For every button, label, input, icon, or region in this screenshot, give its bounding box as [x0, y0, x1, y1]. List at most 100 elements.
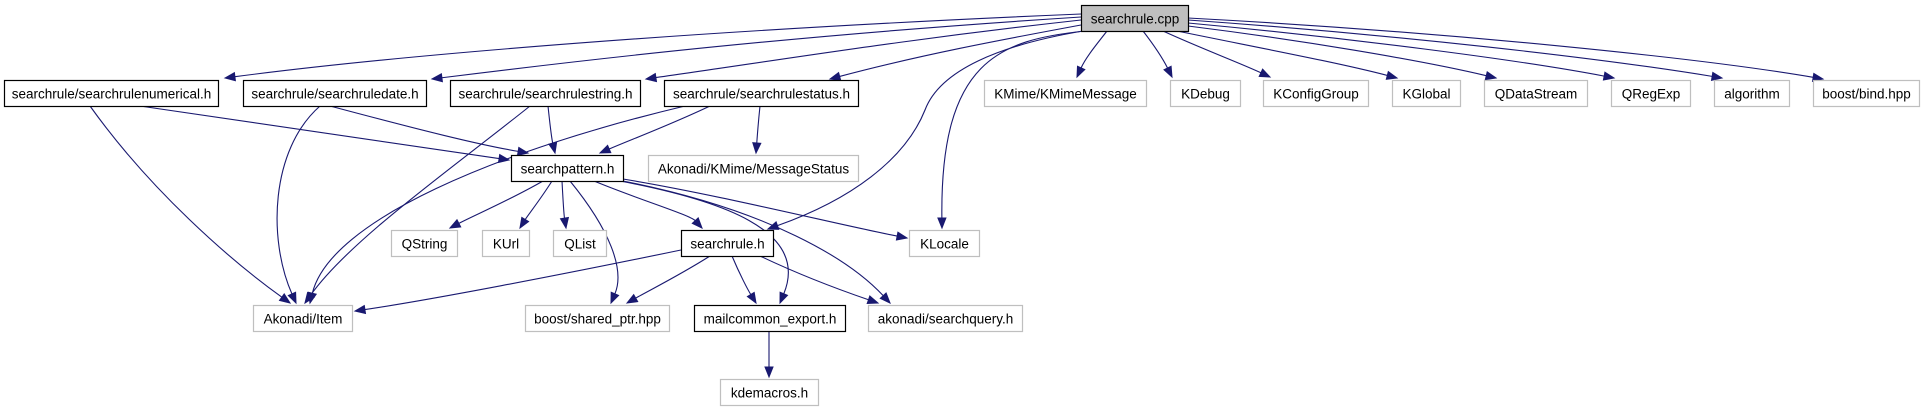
node-box: [680, 229, 775, 258]
edge-searchrule_cpp-to-kglobal: [1176, 30, 1399, 80]
node-kconfiggroup[interactable]: KConfigGroup: [1262, 79, 1370, 108]
node-kglobal[interactable]: KGlobal: [1391, 79, 1462, 108]
node-box: [1391, 79, 1462, 108]
node-klocale[interactable]: KLocale: [908, 229, 981, 258]
node-string[interactable]: searchrule/searchrulestring.h: [449, 79, 642, 108]
arrowhead-icon: [353, 304, 367, 315]
edge-searchpattern-to-searchquery: [622, 180, 891, 304]
node-sharedptr[interactable]: boost/shared_ptr.hpp: [524, 304, 671, 333]
node-date[interactable]: searchrule/searchruledate.h: [242, 79, 428, 108]
edge-line: [622, 178, 898, 237]
node-qlist[interactable]: QList: [552, 229, 608, 258]
edge-numerical-to-searchpattern: [139, 105, 511, 164]
node-box: [1713, 79, 1791, 108]
node-kmime[interactable]: KMime/KMimeMessage: [983, 79, 1148, 108]
edge-line: [311, 105, 686, 294]
node-searchpattern[interactable]: searchpattern.h: [510, 154, 625, 183]
edges-layer: [89, 13, 1825, 379]
node-label: searchrule.cpp: [1091, 12, 1180, 27]
arrowhead-icon: [644, 72, 658, 83]
nodes-layer: searchrule.cpp searchrule/searchrulenumer…: [3, 4, 1921, 407]
edge-searchrule_h-to-searchquery: [759, 255, 880, 305]
edge-line: [561, 180, 566, 219]
node-label: KConfigGroup: [1273, 87, 1359, 102]
node-kdemacros[interactable]: kdemacros.h: [719, 378, 820, 407]
node-msgstatus[interactable]: Akonadi/KMime/MessageStatus: [647, 154, 860, 183]
node-box: [693, 304, 847, 333]
arrowhead-icon: [430, 73, 443, 83]
edge-searchrule_h-to-mailcommon: [731, 255, 757, 305]
edge-line: [635, 255, 711, 299]
node-searchrule-cpp: searchrule.cpp: [1080, 4, 1190, 33]
node-box: [552, 229, 608, 258]
node-label: akonadi/searchquery.h: [878, 312, 1014, 327]
arrowhead-icon: [866, 295, 880, 305]
node-boostbind[interactable]: boost/bind.hpp: [1812, 79, 1921, 108]
node-box: [867, 304, 1024, 333]
node-searchquery[interactable]: akonadi/searchquery.h: [867, 304, 1024, 333]
arrowhead-icon: [1484, 70, 1498, 81]
node-box: [252, 304, 354, 333]
node-numerical[interactable]: searchrule/searchrulenumerical.h: [3, 79, 220, 108]
node-box: [1610, 79, 1692, 108]
node-box: [1812, 79, 1921, 108]
edge-line: [310, 105, 531, 296]
node-box: [3, 79, 220, 108]
edge-line: [234, 13, 1082, 78]
node-box: [481, 229, 531, 258]
arrowhead-icon: [448, 218, 462, 229]
node-box: [1483, 79, 1589, 108]
node-box: [510, 154, 625, 183]
node-label: kdemacros.h: [731, 386, 808, 401]
edge-mailcommon-to-kdemacros: [764, 330, 774, 379]
node-qstring[interactable]: QString: [390, 229, 459, 258]
node-box: [647, 154, 860, 183]
edge-searchrule_cpp-to-string: [644, 19, 1082, 83]
edge-line: [569, 180, 619, 295]
edge-searchpattern-to-sharedptr: [569, 180, 620, 305]
edge-line: [364, 249, 682, 311]
arrowhead-icon: [828, 71, 842, 81]
node-qregexp[interactable]: QRegExp: [1610, 79, 1692, 108]
edge-date-to-akonadiitem: [276, 105, 321, 305]
node-label: boost/shared_ptr.hpp: [534, 312, 661, 327]
node-label: searchrule/searchrulenumerical.h: [12, 87, 212, 102]
node-kurl[interactable]: KUrl: [481, 229, 531, 258]
node-box: [242, 79, 428, 108]
arrowhead-icon: [779, 291, 789, 305]
edge-searchrule_cpp-to-qdatastream: [1187, 25, 1498, 81]
arrowhead-icon: [1710, 71, 1724, 81]
edge-searchrule_cpp-to-klocale: [937, 30, 1086, 230]
edge-status-to-searchpattern: [598, 105, 711, 154]
node-label: searchrule.h: [690, 237, 764, 252]
node-status[interactable]: searchrule/searchrulestatus.h: [663, 79, 860, 108]
edge-numerical-to-akonadiitem: [89, 105, 292, 304]
node-qdatastream[interactable]: QDataStream: [1483, 79, 1589, 108]
edge-searchrule_cpp-to-kconfiggroup: [1162, 30, 1272, 78]
edge-searchpattern-to-klocale: [622, 178, 909, 241]
edge-line: [839, 24, 1082, 77]
edge-line: [1187, 25, 1487, 77]
node-box: [524, 304, 671, 333]
node-searchrule-h[interactable]: searchrule.h: [680, 229, 775, 258]
edge-line: [941, 30, 1086, 219]
node-algorithm[interactable]: algorithm: [1713, 79, 1791, 108]
arrowhead-icon: [223, 71, 236, 82]
node-label: QDataStream: [1495, 87, 1578, 102]
edge-line: [89, 105, 283, 298]
node-mailcommon[interactable]: mailcommon_export.h: [693, 304, 847, 333]
node-box: [1262, 79, 1370, 108]
node-kdebug[interactable]: KDebug: [1169, 79, 1242, 108]
node-label: searchpattern.h: [521, 162, 615, 177]
edge-status-to-akonadiitem: [307, 105, 686, 305]
arrowhead-icon: [879, 292, 891, 304]
edge-searchrule_cpp-to-searchrule_h: [766, 30, 1084, 230]
arrowhead-icon: [895, 231, 909, 241]
edge-searchrule_cpp-to-kmime: [1076, 30, 1108, 79]
node-akonadiitem[interactable]: Akonadi/Item: [252, 304, 354, 333]
node-label: KUrl: [493, 237, 519, 252]
edge-status-to-msgstatus: [752, 105, 762, 155]
node-box: [719, 378, 820, 407]
arrowhead-icon: [287, 291, 297, 305]
arrowhead-icon: [307, 291, 318, 305]
